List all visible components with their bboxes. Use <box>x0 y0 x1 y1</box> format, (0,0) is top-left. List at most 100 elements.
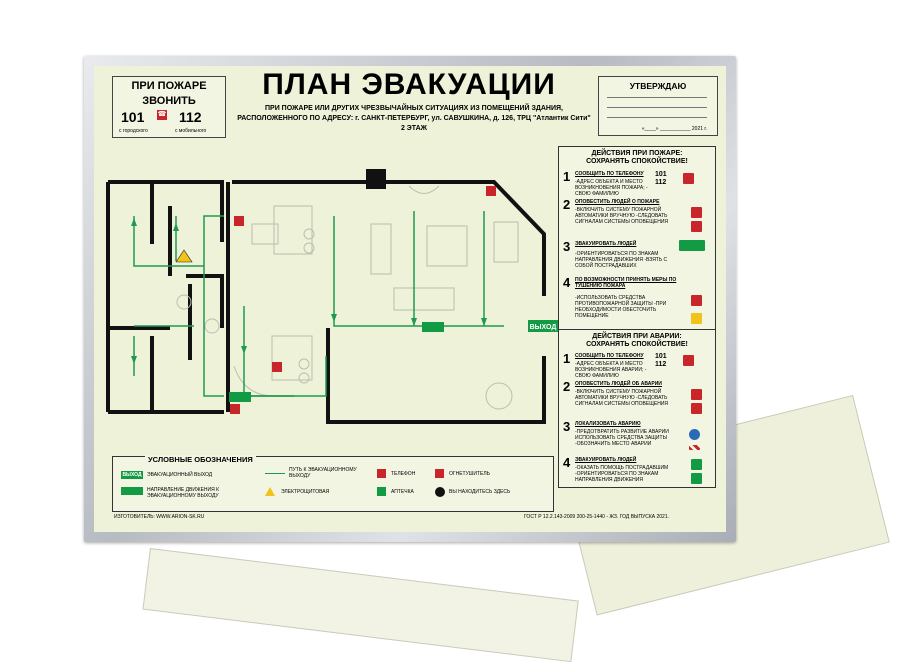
fire-step-2-head: ОПОВЕСТИТЬ ЛЮДЕЙ О ПОЖАРЕ <box>575 199 660 205</box>
legend-extinguisher-text: ОГНЕТУШИТЕЛЬ <box>449 471 490 477</box>
fire-step-3-num: 3 <box>563 239 571 254</box>
phone-icon <box>683 355 694 366</box>
approval-line <box>607 117 707 118</box>
accident-step-2-text: -ВКЛЮЧИТЬ СИСТЕМУ ПОЖАРНОЙ АВТОМАТИКИ ВР… <box>575 389 669 407</box>
plan-furniture <box>176 185 519 410</box>
route-arrows <box>131 218 487 364</box>
fire-step-3-text: -ОРИЕНТИРОВАТЬСЯ ПО ЗНАКАМ НАПРАВЛЕНИЯ Д… <box>575 251 668 269</box>
electric-warning-icon <box>691 313 702 324</box>
fire-step-4-text: -ИСПОЛЬЗОВАТЬ СРЕДСТВА ПРОТИВОПОЖАРНОЙ З… <box>575 295 667 319</box>
approval-line <box>607 97 707 98</box>
fire-step-3-head: ЭВАКУИРОВАТЬ ЛЮДЕЙ <box>575 241 637 247</box>
phone-icon <box>683 173 694 184</box>
plan-subtitle: ПРИ ПОЖАРЕ ИЛИ ДРУГИХ ЧРЕЗВЫЧАЙНЫХ СИТУА… <box>224 104 604 134</box>
subtitle-line2: РАСПОЛОЖЕННОГО ПО АДРЕСУ: г. САНКТ-ПЕТЕР… <box>237 115 591 122</box>
legend-phone-icon <box>377 469 386 478</box>
subtitle-line1: ПРИ ПОЖАРЕ ИЛИ ДРУГИХ ЧРЕЗВЫЧАЙНЫХ СИТУА… <box>265 105 563 112</box>
protective-gear-icon <box>689 429 700 440</box>
exit-label: ВЫХОД <box>530 324 557 331</box>
legend: УСЛОВНЫЕ ОБОЗНАЧЕНИЯ ВЫХОД ЭВАКУАЦИОННЫЙ… <box>112 455 554 512</box>
fire-step-1-phone2: 112 <box>655 179 667 186</box>
mobile-number: 112 <box>179 109 202 125</box>
footer-maker: ИЗГОТОВИТЕЛЬ: WWW.ARION-SK.RU <box>114 514 205 520</box>
extinguisher-icon <box>230 404 240 414</box>
phone-icon <box>272 362 282 372</box>
floor-label: 2 ЭТАЖ <box>400 125 428 132</box>
legend-here-icon <box>435 487 445 497</box>
fire-step-1-text: -АДРЕС ОБЪЕКТА И МЕСТО ВОЗНИКНОВЕНИЯ ПОЖ… <box>575 179 648 197</box>
fire-actions-title-1: ДЕЙСТВИЯ ПРИ ПОЖАРЕ: <box>591 150 683 157</box>
legend-first-aid-icon <box>377 487 386 496</box>
approval-title: УТВЕРЖДАЮ <box>629 81 687 91</box>
landline-caption: с городского <box>119 128 148 134</box>
legend-electric-icon <box>265 487 275 496</box>
call-title-line1: ПРИ ПОЖАРЕ <box>131 80 207 92</box>
fire-step-4-head: ПО ВОЗМОЖНОСТИ ПРИНЯТЬ МЕРЫ ПО ТУШЕНИЮ П… <box>575 277 677 289</box>
fire-step-1-phone1: 101 <box>655 171 667 178</box>
approval-date: «____» ___________ 2021 г. <box>641 126 707 132</box>
accident-step-4-num: 4 <box>563 455 571 470</box>
legend-title: УСЛОВНЫЕ ОБОЗНАЧЕНИЯ <box>145 455 256 464</box>
accident-step-2-num: 2 <box>563 379 571 394</box>
landline-number: 101 <box>121 109 145 125</box>
legend-here-text: ВЫ НАХОДИТЕСЬ ЗДЕСЬ <box>449 489 511 495</box>
accident-step-1-phone1: 101 <box>655 353 667 360</box>
legend-direction-icon <box>121 487 143 495</box>
accident-step-3-text: -ПРЕДОТВРАТИТЬ РАЗВИТИЕ АВАРИИ ИСПОЛЬЗОВ… <box>575 429 669 447</box>
emergency-call-box: ПРИ ПОЖАРЕ ЗВОНИТЬ 101 ☎ 112 с городског… <box>112 76 226 138</box>
mobile-caption: с мобильного <box>175 128 207 134</box>
accident-step-1-head: СООБЩИТЬ ПО ТЕЛЕФОНУ <box>575 353 644 359</box>
phone-icon: ☎ <box>157 110 167 120</box>
legend-electric-text: ЭЛЕКТРОЩИТОВАЯ <box>281 489 330 495</box>
extinguisher-icon <box>691 295 702 306</box>
fire-actions-title-2: СОХРАНЯТЬ СПОКОЙСТВИЕ! <box>586 158 688 165</box>
legend-phone-text: ТЕЛЕФОН <box>391 471 416 477</box>
barrier-tape-icon <box>689 445 700 450</box>
exit-sign-icon <box>422 322 444 332</box>
fire-alarm-icon <box>691 207 702 218</box>
accident-step-1-phone2: 112 <box>655 361 667 368</box>
legend-exit-text: ЭВАКУАЦИОННЫЙ ВЫХОД <box>147 472 213 478</box>
accident-step-3-num: 3 <box>563 419 571 434</box>
exit-sign-icon <box>679 240 705 251</box>
accident-actions-title-2: СОХРАНЯТЬ СПОКОЙСТВИЕ! <box>586 341 688 348</box>
exit-door-sign <box>528 320 558 332</box>
accident-step-3-head: ЛОКАЛИЗОВАТЬ АВАРИЮ <box>575 421 641 427</box>
accident-step-1-num: 1 <box>563 351 571 366</box>
you-are-here-marker <box>366 169 386 189</box>
floor-plan: ВЫХОД <box>106 169 558 424</box>
exit-sign-icon <box>229 392 251 402</box>
approval-box: УТВЕРЖДАЮ «____» ___________ 2021 г. <box>598 76 718 136</box>
fire-step-2-num: 2 <box>563 197 571 212</box>
background-sheet-lower <box>142 548 579 662</box>
plan-walls <box>106 180 546 424</box>
accident-step-2-head: ОПОВЕСТИТЬ ЛЮДЕЙ ОБ АВАРИИ <box>575 381 662 387</box>
exit-sign-icon <box>691 473 702 484</box>
footer-standard: ГОСТ Р 12.2.143-2009 200-25-1440 - ЖЗ. Г… <box>524 514 669 520</box>
fire-step-4-num: 4 <box>563 275 571 290</box>
evacuation-poster: ПРИ ПОЖАРЕ ЗВОНИТЬ 101 ☎ 112 с городског… <box>94 66 726 532</box>
fire-alarm-icon <box>691 389 702 400</box>
legend-firstaid-text: АПТЕЧКА <box>391 489 414 495</box>
alarm-button-icon <box>691 403 702 414</box>
accident-actions-title-1: ДЕЙСТВИЯ ПРИ АВАРИИ: <box>592 333 682 340</box>
approval-line <box>607 107 707 108</box>
fire-step-1-head: СООБЩИТЬ ПО ТЕЛЕФОНУ <box>575 171 644 177</box>
legend-exit-box: ВЫХОД <box>121 471 143 479</box>
page-title: ПЛАН ЭВАКУАЦИИ <box>262 68 556 101</box>
electric-warning-icon <box>175 249 193 263</box>
legend-path-line <box>265 473 285 474</box>
legend-direction-text: НАПРАВЛЕНИЕ ДВИЖЕНИЯ К ЭВАКУАЦИОННОМУ ВЫ… <box>147 487 220 499</box>
fire-step-2-text: -ВКЛЮЧИТЬ СИСТЕМУ ПОЖАРНОЙ АВТОМАТИКИ ВР… <box>575 207 669 225</box>
call-title-line2: ЗВОНИТЬ <box>142 95 196 107</box>
panel-divider <box>559 329 715 330</box>
extinguisher-icon <box>486 186 496 196</box>
accident-step-4-text: -ОКАЗАТЬ ПОМОЩЬ ПОСТРАДАВШИМ -ОРИЕНТИРОВ… <box>575 465 669 483</box>
phone-icon <box>234 216 244 226</box>
accident-step-1-text: -АДРЕС ОБЪЕКТА И МЕСТО ВОЗНИКНОВЕНИЯ АВА… <box>575 361 647 379</box>
legend-path-text: ПУТЬ К ЭВАКУАЦИОННОМУ ВЫХОДУ <box>289 467 357 479</box>
legend-extinguisher-icon <box>435 469 444 478</box>
alarm-button-icon <box>691 221 702 232</box>
accident-step-4-head: ЭВАКУИРОВАТЬ ЛЮДЕЙ <box>575 457 637 463</box>
actions-panel: ДЕЙСТВИЯ ПРИ ПОЖАРЕ: СОХРАНЯТЬ СПОКОЙСТВ… <box>558 146 716 488</box>
